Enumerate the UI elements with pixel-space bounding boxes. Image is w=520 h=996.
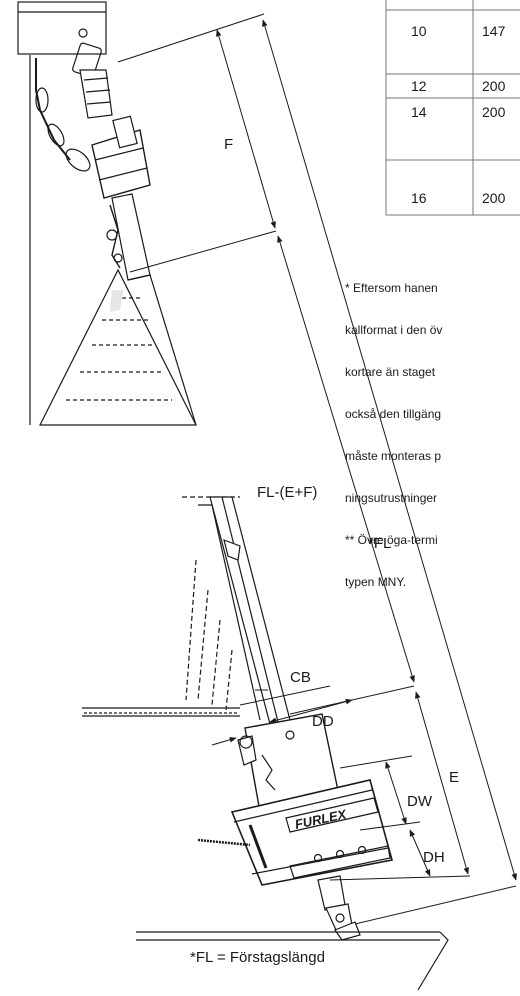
ext-line-dh-bottom [329, 875, 471, 881]
mast-head-detail [17, 1, 197, 426]
label-dh: DH [423, 849, 445, 866]
label-dw: DW [407, 793, 433, 810]
dim-dh [409, 829, 431, 877]
dim-f [216, 29, 276, 229]
caption-fl: *FL = Förstagslängd [190, 949, 325, 966]
footnote-line: * Eftersom hanen [345, 281, 438, 295]
table-row-1-value: 147 [482, 23, 506, 39]
footnote-line: måste monteras p [345, 449, 442, 463]
table-row-3-size: 14 [411, 104, 427, 120]
ext-line-f-bottom [129, 230, 277, 273]
table-row-3-value: 200 [482, 104, 506, 120]
size-table [385, 0, 520, 216]
label-cb: CB [290, 669, 311, 686]
dim-e [415, 691, 469, 875]
table-row-2-value: 200 [482, 78, 506, 94]
dim-fl [262, 19, 517, 881]
ext-line-fl-total-bottom [354, 885, 517, 925]
footnote: * Eftersom hanen kallformat i den öv kor… [345, 253, 520, 603]
footnote-line: också den tillgäng [345, 407, 442, 421]
label-e: E [449, 769, 459, 786]
masthead-pin-hole [78, 28, 88, 38]
footnote-line: kortare än staget [345, 365, 436, 379]
label-dd: DD [312, 713, 334, 730]
dim-dw [385, 761, 407, 825]
table-row-4-size: 16 [411, 190, 427, 206]
footnote-line: ningsutrustninger [345, 491, 438, 505]
table-row-2-size: 12 [411, 78, 427, 94]
ext-line-top [117, 13, 265, 63]
label-f: F [224, 136, 233, 153]
label-fl: *FL [368, 535, 391, 552]
label-fl-minus: FL-(E+F) [257, 484, 317, 501]
footnote-line: typen MNY. [345, 575, 407, 589]
footnote-line: kallformat i den öv [345, 323, 443, 337]
pointer-arrow [211, 737, 237, 746]
table-row-4-value: 200 [482, 190, 506, 206]
ext-line-dw-top [339, 755, 413, 769]
table-row-1-size: 10 [411, 23, 427, 39]
dimension-lines [117, 13, 517, 925]
footnote-line: ** Övre öga-termi [345, 533, 438, 547]
dim-dd [269, 698, 353, 724]
